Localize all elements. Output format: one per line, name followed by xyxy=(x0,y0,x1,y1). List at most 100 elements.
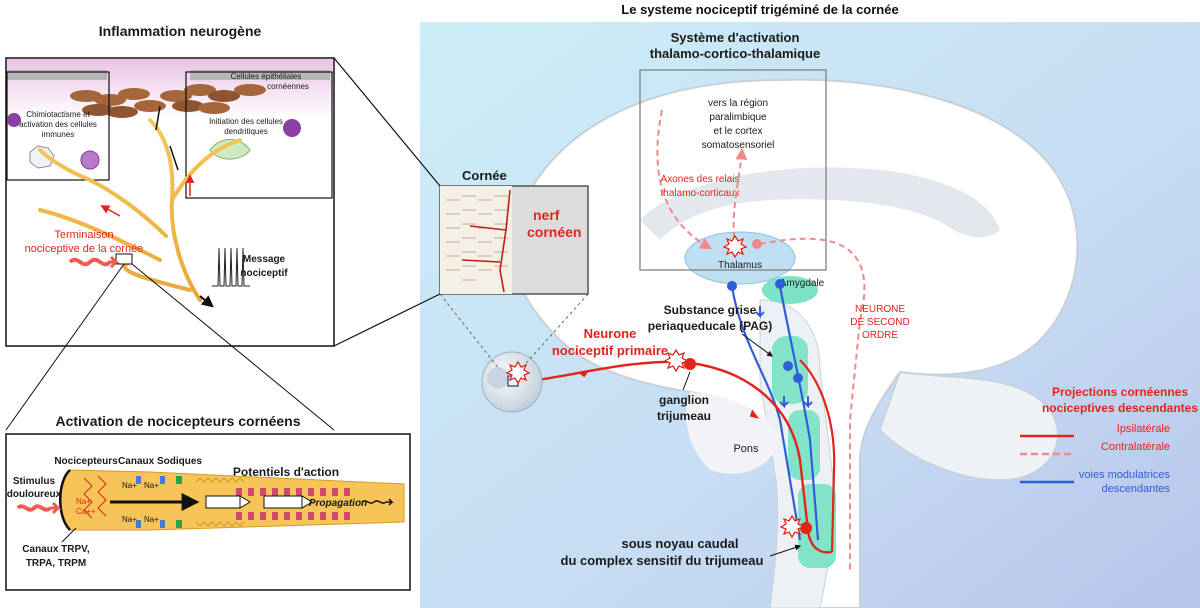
terminaison-label-2: nociceptive de la cornée xyxy=(25,243,144,255)
canaux-sodiques-label: Canaux Sodiques xyxy=(118,456,202,467)
sodium-channels xyxy=(136,476,350,528)
brain-illustration xyxy=(511,78,1079,608)
thalamus-synapse-star xyxy=(722,234,748,259)
terminaison-label-1: Terminaison xyxy=(54,229,113,241)
nerve-branches xyxy=(38,118,242,302)
legend-title-2: nociceptives descendantes xyxy=(1042,401,1198,415)
sous-noyau-1: sous noyau caudal xyxy=(621,536,738,551)
chemo-label-3: immunes xyxy=(42,130,74,139)
legend-title-1: Projections cornéennes xyxy=(1052,385,1188,399)
propagation-tip xyxy=(386,498,394,506)
axon-arrow-2-box xyxy=(205,495,241,509)
stimulus-label-2: douloureux xyxy=(7,489,62,500)
neurone-second-3: ORDRE xyxy=(862,330,898,341)
amygdale-label: Amygdale xyxy=(780,278,825,289)
nerve-dark-segments xyxy=(155,105,179,171)
sous-noyau-pointer xyxy=(769,544,802,557)
blue-path-1 xyxy=(730,285,802,541)
substance-pointer xyxy=(741,333,773,357)
message-label-2: nociceptif xyxy=(240,268,288,279)
substance-label-2: periaqueducale (PAG) xyxy=(648,319,772,333)
caudal-red-neuron xyxy=(800,522,812,534)
zoom-line-lower-left xyxy=(5,263,125,431)
na-label-3: Na+ xyxy=(122,515,137,524)
membrane-left xyxy=(7,70,107,80)
blue-neuron-3 xyxy=(783,361,793,371)
immune-cell-4 xyxy=(283,119,301,137)
ganglion-synapse-star xyxy=(663,348,689,373)
message-label-1: Message xyxy=(243,254,286,265)
stimulus-squiggle-bottom-tip xyxy=(50,501,62,515)
trp-pointer xyxy=(61,527,77,543)
dendritic-cell xyxy=(209,139,251,160)
medulla-nucleus xyxy=(788,410,820,480)
zoom-line-lower-right xyxy=(131,263,335,431)
na-label-head: Na+ xyxy=(76,497,91,506)
axon-arrow-3-head xyxy=(301,495,313,509)
axon-arrow-3-box xyxy=(263,495,303,509)
legend-contra-label: Contralatérale xyxy=(1101,441,1170,453)
init-label-2: dendritiques xyxy=(224,127,268,136)
canaux-trp-1: Canaux TRPV, xyxy=(22,544,90,555)
neurone-primaire-1: Neurone xyxy=(584,326,637,341)
vers-label-4: somatosensoriel xyxy=(702,140,775,151)
epithelial-cells xyxy=(70,84,266,118)
zoom-line-bottom xyxy=(333,293,441,347)
thalamus-neuron xyxy=(752,239,762,249)
cornea-zoom-line-1 xyxy=(439,293,501,371)
potentiels-label: Potentiels d'action xyxy=(233,465,339,479)
vers-label-3: et le cortex xyxy=(714,126,763,137)
na-label-1: Na+ xyxy=(122,481,137,490)
stimulus-label-1: Stimulus xyxy=(13,476,56,487)
epithelial-label-2: cornéennes xyxy=(267,82,309,91)
systeme-label-2: thalamo-cortico-thalamique xyxy=(650,46,820,61)
zoom-line-top xyxy=(333,57,441,187)
blue-arrow-2 xyxy=(803,396,813,409)
corpus-callosum xyxy=(640,167,1000,240)
ganglion-label-2: trijumeau xyxy=(657,409,711,423)
pons-region xyxy=(686,392,780,474)
thalamus-shape xyxy=(684,231,796,285)
blue-arrow-3 xyxy=(755,306,765,319)
stimulus-squiggle-top xyxy=(68,257,112,267)
red-arrow-2 xyxy=(749,409,760,419)
red-arrow-1 xyxy=(579,369,590,378)
eye-pupil xyxy=(487,367,509,389)
vers-label-2: paralimbique xyxy=(709,112,767,123)
canaux-trp-2: TRPA, TRPM xyxy=(26,558,86,569)
init-label-1: Initiation des cellules xyxy=(209,117,283,126)
head-zigzag xyxy=(83,475,107,519)
contralateral-path xyxy=(759,237,866,570)
propagation-label: Propagation xyxy=(309,498,367,509)
vers-label-1: vers la région xyxy=(708,98,768,109)
activation-title: Activation de nocicepteurs cornéens xyxy=(55,413,300,429)
cornea-nerve-fibres xyxy=(461,189,511,293)
epithelial-label-1: Cellules épithéliales xyxy=(231,72,302,81)
axon-dashed-center xyxy=(732,147,748,249)
second-order-ascending xyxy=(799,359,836,553)
nerf-label-1: nerf xyxy=(533,207,560,223)
substance-label-1: Substance grise xyxy=(664,303,757,317)
stimulus-squiggle-bottom xyxy=(16,504,52,512)
legend-voies-2: descendantes xyxy=(1102,483,1171,495)
main-title: Le systeme nociceptif trigéminé de la co… xyxy=(621,2,898,17)
cornea-cell-lines xyxy=(446,195,508,281)
blue-neuron-4 xyxy=(793,373,803,383)
ca-label-head: Ca++ xyxy=(76,507,96,516)
propagation-squiggle xyxy=(361,500,387,504)
legend: Projections cornéennes nociceptives desc… xyxy=(1020,385,1198,495)
immune-cell-2 xyxy=(80,150,100,170)
activation-system-box xyxy=(639,69,827,271)
inflammation-top-gradient xyxy=(7,59,333,119)
sous-noyau-2: du complex sensitif du trijumeau xyxy=(561,553,764,568)
neurone-second-2: DE SECOND xyxy=(850,317,909,328)
ganglion-pointer xyxy=(682,371,691,391)
wavy-region xyxy=(195,477,245,527)
na-label-2: Na+ xyxy=(144,481,159,490)
thalamus-label: Thalamus xyxy=(718,260,762,271)
axon-dashed-left xyxy=(656,109,713,250)
caudal-synapse-star xyxy=(779,514,805,539)
nerve-red-arrow-1 xyxy=(100,205,121,217)
axones-label-2: thalamo-corticaux xyxy=(661,188,740,199)
